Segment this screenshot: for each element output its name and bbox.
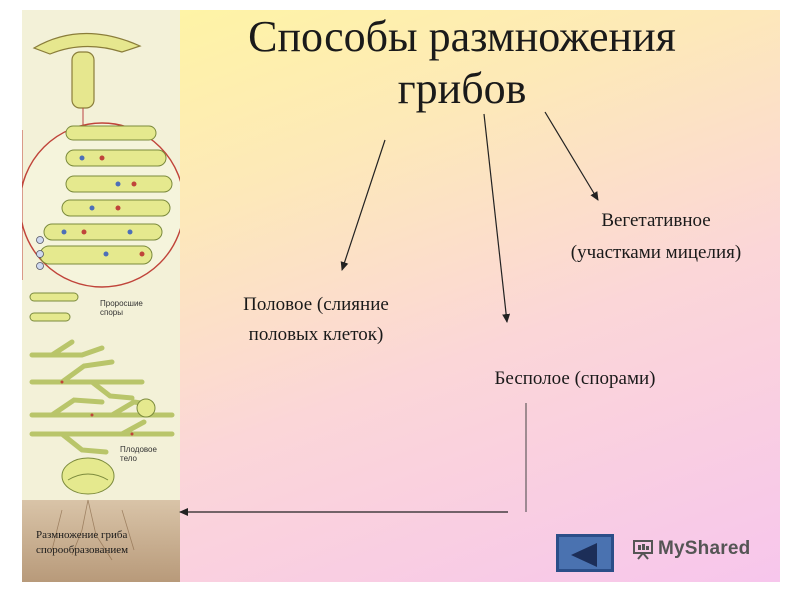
magnified-gills [22,122,180,288]
fungus-drawing [22,10,180,582]
back-button[interactable] [556,534,614,572]
label-spores-line1: Проросшие [100,299,143,308]
logo-text: MyShared [658,538,751,559]
mycelium-dots [60,380,134,436]
arrow-to-vegetative [544,111,599,201]
label-body-line2: тело [120,454,137,463]
asexual-label: Бесполое (спорами) [494,368,656,389]
label-fruiting-body: Плодовое тело [120,445,157,463]
label-body-line1: Плодовое [120,445,157,454]
caption-line2: спорообразованием [36,544,129,556]
vegetative-line1: Вегетативное [601,210,711,231]
arrow-to-sexual [340,139,386,271]
slide-title-line1: Способы размножения [248,12,676,61]
slide-title-line2: грибов [397,64,527,113]
illustration-caption: Размножение гриба спорообразованием [36,528,128,558]
fruiting-body [61,457,115,495]
fungus-illustration: Проросшие споры Плодовое тело [22,10,180,582]
label-spores-line2: споры [100,308,123,317]
myshared-logo[interactable]: MyShared [632,534,750,564]
left-triangle-icon [571,543,597,567]
vegetative-line2: (участками мицелия) [570,242,742,263]
sexual-line2: половых клеток) [248,324,384,345]
roots [51,499,135,561]
presentation-board-icon [632,538,654,560]
arrow-to-asexual [483,113,511,323]
germinating-spores [29,292,79,322]
label-germinated-spores: Проросшие споры [100,299,143,317]
sexual-line1: Половое (слияние [243,294,389,315]
fruiting-body-bud [136,398,156,418]
soil [22,500,180,582]
caption-line1: Размножение гриба [36,529,128,541]
